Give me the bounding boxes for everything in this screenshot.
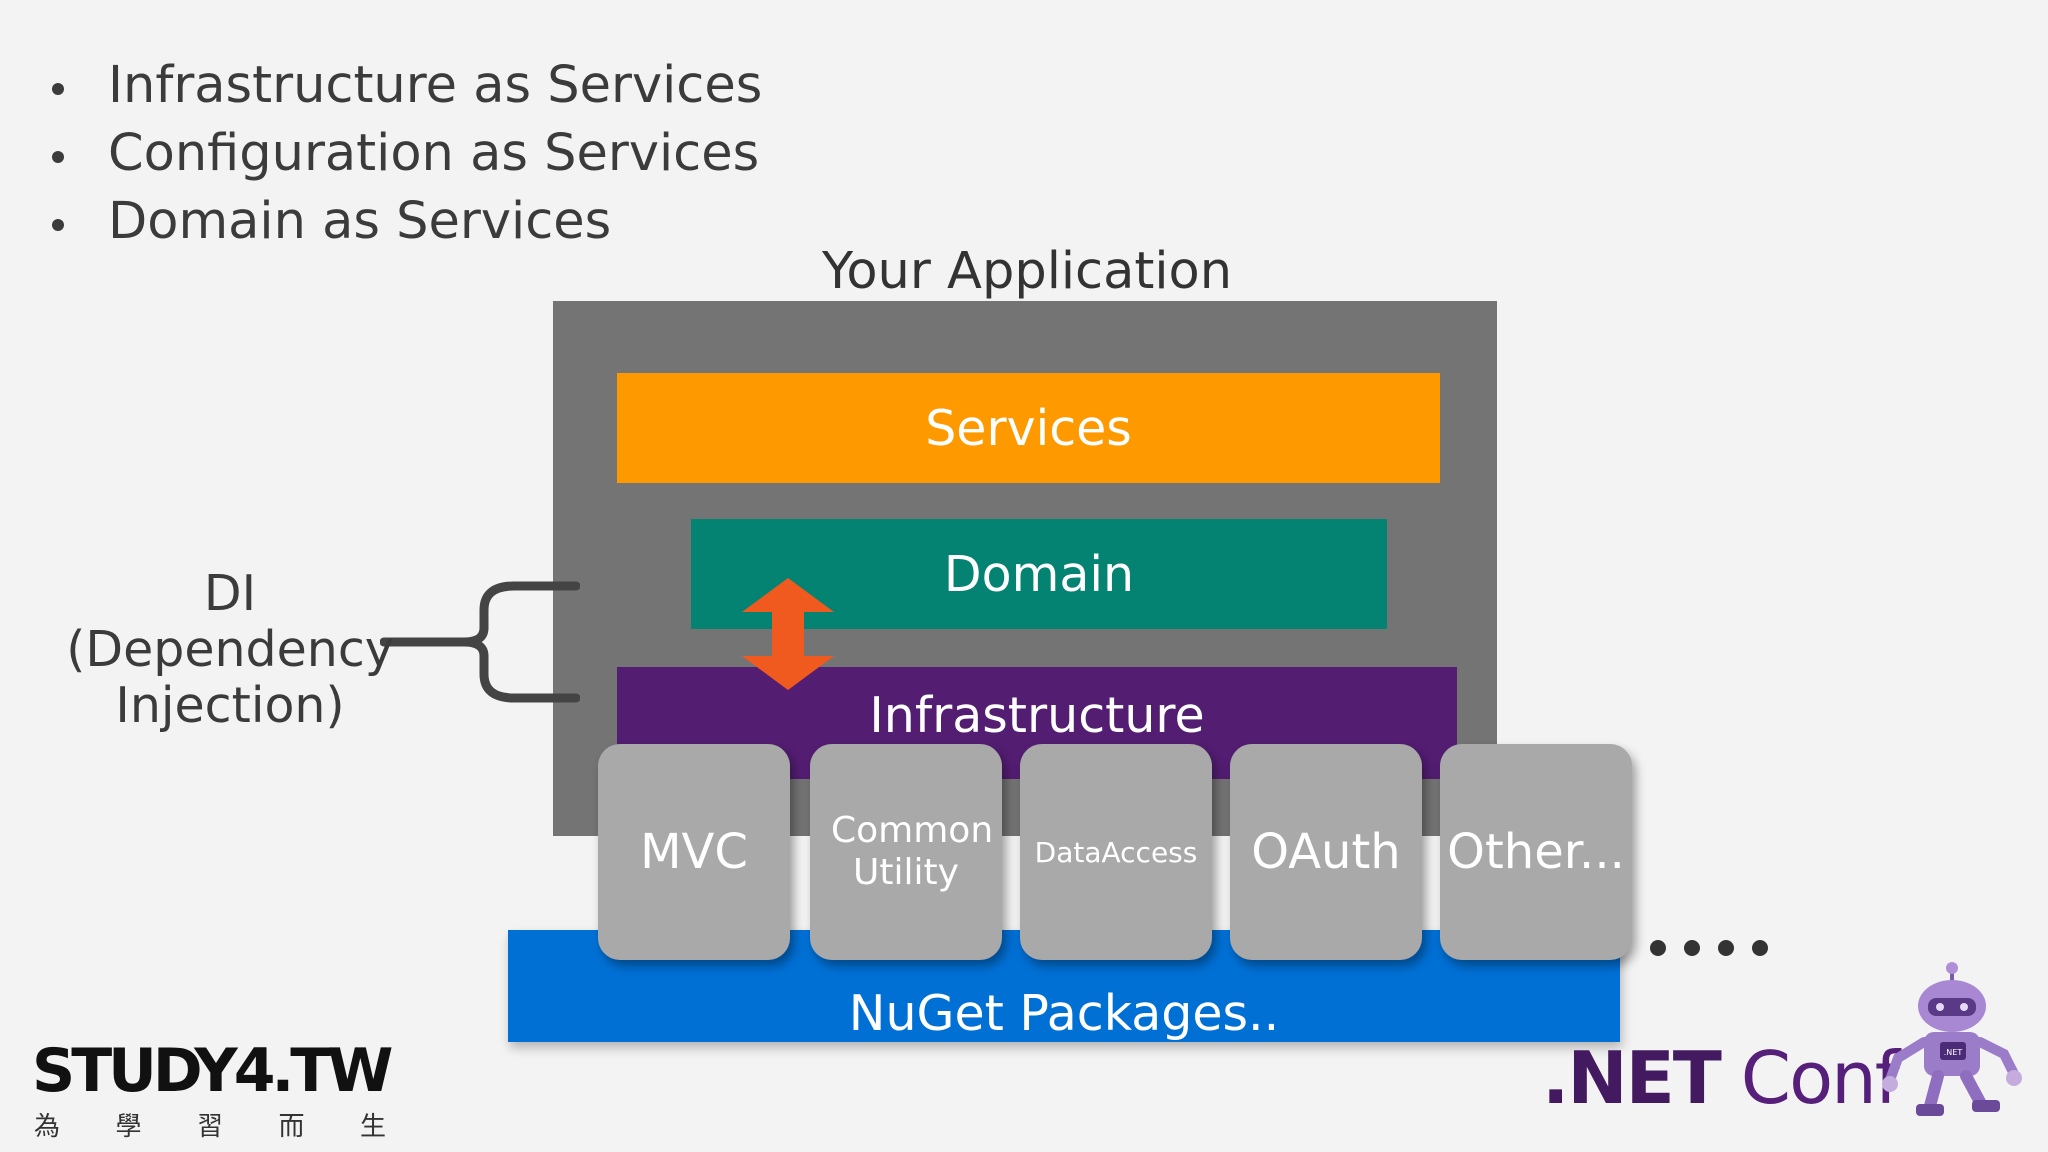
study4-tagline: 為 學 習 而 生 [34, 1106, 386, 1143]
dotnet-bot-mascot-icon: .NET [1882, 962, 2022, 1116]
di-brace-icon [380, 581, 580, 703]
bullet-item: Infrastructure as Services [44, 52, 762, 120]
services-layer: Services [617, 373, 1440, 483]
bullet-list: Infrastructure as Services Configuration… [44, 52, 762, 256]
package-label: MVC [640, 824, 748, 880]
tagline-char: 生 [359, 1112, 386, 1142]
package-label: Other... [1447, 824, 1625, 880]
study4-logo: STUDY4.TW [32, 1036, 393, 1106]
package-label: DataAccess [1034, 835, 1198, 869]
package-dataaccess: DataAccess [1020, 744, 1212, 960]
tagline-char: 為 [34, 1112, 61, 1142]
package-label: OAuth [1251, 824, 1401, 880]
nuget-label: NuGet Packages.. [848, 984, 1280, 1042]
package-other: Other... [1440, 744, 1632, 960]
package-label: Common Utility [831, 810, 994, 893]
di-label: DI (Dependency Injection) [66, 565, 394, 734]
bullet-item: Configuration as Services [44, 120, 762, 188]
netconf-prefix: .NET [1542, 1036, 1722, 1120]
package-common-utility: Common Utility [810, 744, 1002, 960]
netconf-logo: .NET Conf [1542, 1036, 1900, 1120]
application-title: Your Application [821, 242, 1233, 301]
tagline-char: 而 [278, 1112, 305, 1142]
double-arrow-icon [742, 578, 834, 690]
tagline-char: 學 [115, 1112, 142, 1142]
ellipsis-dots-icon [1650, 940, 1768, 956]
package-mvc: MVC [598, 744, 790, 960]
bullet-item: Domain as Services [44, 188, 762, 256]
mascot-badge: .NET [1944, 1048, 1963, 1057]
package-oauth: OAuth [1230, 744, 1422, 960]
netconf-suffix: Conf [1719, 1036, 1900, 1120]
tagline-char: 習 [196, 1112, 223, 1142]
